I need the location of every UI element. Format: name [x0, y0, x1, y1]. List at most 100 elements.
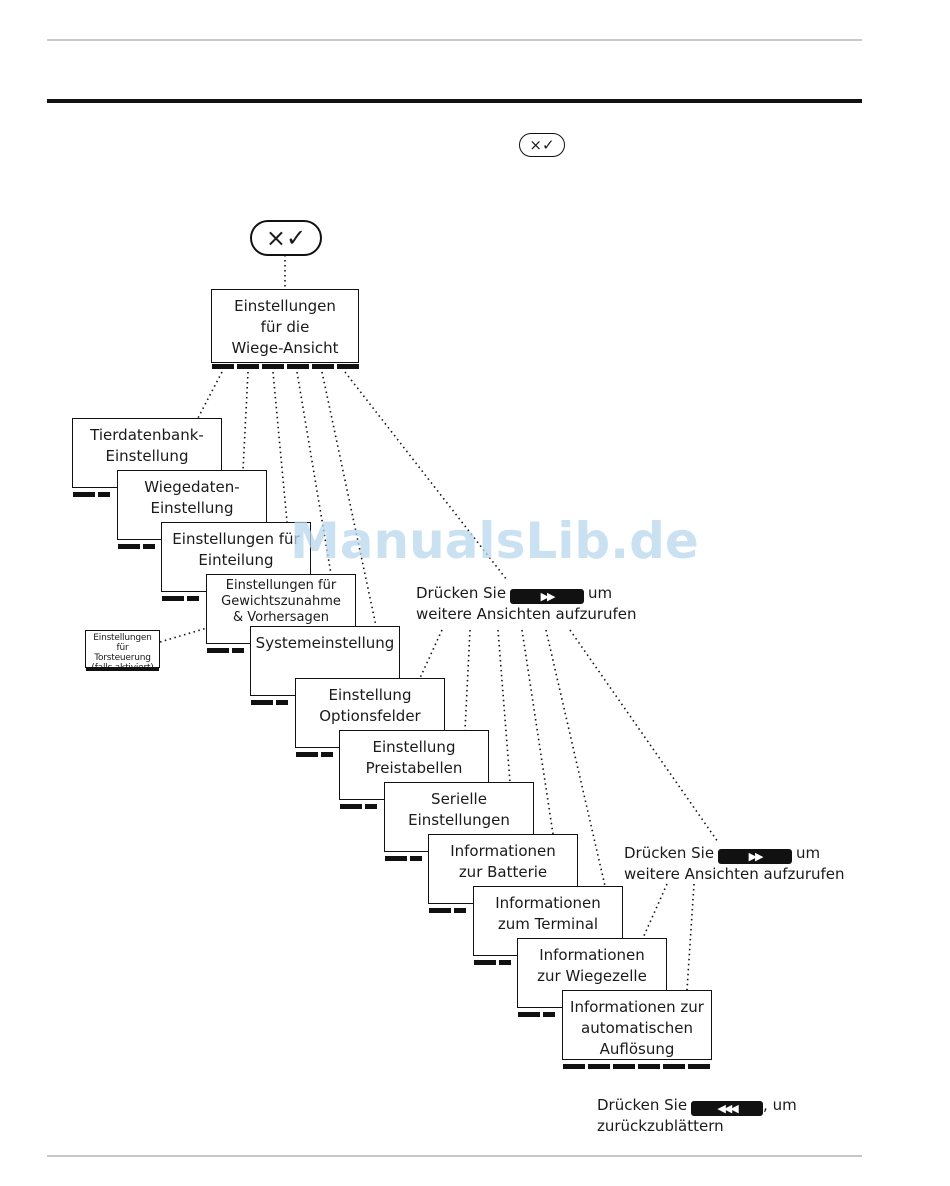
section-rule: [47, 99, 862, 103]
softkey-bar: [212, 364, 359, 369]
note-more-views-2: Drücken Sie▶▶um weitere Ansichten aufzur…: [624, 843, 845, 885]
screen-label: Informationen zur Wiegezelle: [537, 946, 647, 985]
connector-einteilung: [272, 371, 288, 523]
softkey-bar: [118, 544, 155, 549]
cross-check-icon: ×✓: [529, 136, 555, 154]
note-text: um: [588, 584, 613, 602]
watermark: ManualsLib.de: [290, 512, 699, 570]
softkey-bar: [340, 804, 377, 809]
softkey-4[interactable]: [287, 364, 309, 369]
screen-label: Einstellungen für Einteilung: [172, 530, 300, 569]
softkey[interactable]: [454, 908, 466, 913]
connector-wiegedaten: [242, 371, 249, 471]
softkey[interactable]: [474, 960, 496, 965]
softkey[interactable]: [688, 1064, 710, 1069]
note-text: , um: [763, 1096, 797, 1114]
connector-wiegezelle: [642, 883, 668, 939]
softkey-3[interactable]: [262, 364, 284, 369]
rewind-icon: ◀◀◀: [717, 1102, 738, 1115]
connector-seriell: [497, 629, 511, 783]
softkey[interactable]: [86, 668, 159, 671]
cancel-confirm-button[interactable]: ×✓: [250, 220, 322, 256]
softkey-bar: [296, 752, 333, 757]
screen-label: Einstellung Preistabellen: [365, 738, 463, 777]
note-text: Drücken Sie: [416, 584, 507, 602]
screen-label: Serielle Einstellungen: [408, 790, 510, 829]
connector-optionsfelder: [419, 629, 443, 679]
rewind-key[interactable]: ◀◀◀: [691, 1101, 764, 1116]
softkey[interactable]: [340, 804, 362, 809]
connector-aufloesung: [686, 883, 695, 991]
softkey[interactable]: [143, 544, 155, 549]
softkey[interactable]: [118, 544, 140, 549]
screen-wiege-ansicht-settings[interactable]: Einstellungen für die Wiege-Ansicht: [211, 289, 359, 363]
fast-forward-key[interactable]: ▶▶: [718, 849, 793, 864]
fast-forward-icon: ▶▶: [540, 590, 556, 603]
header-rule: [47, 39, 862, 41]
screen-torsteuerung[interactable]: Einstellungen für Torsteuerung (falls ak…: [85, 630, 160, 668]
softkey-1[interactable]: [212, 364, 234, 369]
softkey-6[interactable]: [337, 364, 359, 369]
softkey[interactable]: [251, 700, 273, 705]
softkey-bar: [385, 856, 422, 861]
connector-more2: [569, 629, 719, 843]
softkey[interactable]: [187, 596, 199, 601]
screen-label: Einstellung Optionsfelder: [319, 686, 421, 725]
softkey[interactable]: [410, 856, 422, 861]
note-text: weitere Ansichten aufzurufen: [416, 605, 637, 623]
softkey[interactable]: [588, 1064, 610, 1069]
softkey-5[interactable]: [312, 364, 334, 369]
screen-label: Informationen zur automatischen Auflösun…: [570, 998, 704, 1058]
softkey[interactable]: [638, 1064, 660, 1069]
screen-aufloesung[interactable]: Informationen zur automatischen Auflösun…: [562, 990, 712, 1060]
screen-label: Einstellungen für Gewichtszunahme & Vorh…: [221, 578, 341, 625]
softkey-bar: [86, 668, 159, 671]
softkey[interactable]: [296, 752, 318, 757]
connector-terminal: [545, 629, 606, 887]
softkey-bar: [518, 1012, 555, 1017]
softkey[interactable]: [518, 1012, 540, 1017]
cancel-confirm-button-small[interactable]: ×✓: [519, 133, 565, 157]
softkey[interactable]: [663, 1064, 685, 1069]
screen-label: Informationen zum Terminal: [495, 894, 601, 933]
softkey[interactable]: [162, 596, 184, 601]
softkey-bar: [563, 1064, 710, 1069]
softkey-bar: [429, 908, 466, 913]
softkey[interactable]: [385, 856, 407, 861]
screen-label: Tierdatenbank- Einstellung: [90, 426, 204, 465]
softkey-bar: [474, 960, 511, 965]
connector-torsteuerung: [159, 627, 208, 643]
softkey[interactable]: [543, 1012, 555, 1017]
softkey-bar: [251, 700, 288, 705]
connector-preistabellen: [464, 629, 471, 731]
softkey[interactable]: [563, 1064, 585, 1069]
softkey[interactable]: [207, 648, 229, 653]
softkey[interactable]: [613, 1064, 635, 1069]
note-text: Drücken Sie: [597, 1096, 688, 1114]
softkey-bar: [73, 492, 110, 497]
screen-label: Wiegedaten- Einstellung: [144, 478, 240, 517]
note-more-views-1: Drücken Sie ▶▶ um weitere Ansichten aufzur…: [416, 583, 637, 625]
softkey[interactable]: [499, 960, 511, 965]
note-scroll-back: Drücken Sie ◀◀◀ , um zurückzublättern: [597, 1095, 797, 1137]
cross-check-icon: ×✓: [265, 224, 307, 252]
softkey[interactable]: [276, 700, 288, 705]
note-text: weitere Ansichten aufzurufen: [624, 865, 845, 883]
softkey[interactable]: [321, 752, 333, 757]
softkey[interactable]: [429, 908, 451, 913]
screen-label: Einstellungen für die Wiege-Ansicht: [231, 297, 339, 357]
softkey[interactable]: [73, 492, 95, 497]
note-text: zurückzublättern: [597, 1117, 724, 1135]
softkey[interactable]: [365, 804, 377, 809]
note-text: Drücken Sie: [624, 844, 715, 862]
footer-rule: [47, 1155, 862, 1157]
softkey-2[interactable]: [237, 364, 259, 369]
screen-label: Systemeinstellung: [255, 634, 395, 652]
screen-label: Informationen zur Batterie: [450, 842, 556, 881]
connector-system: [321, 371, 377, 627]
softkey[interactable]: [232, 648, 244, 653]
connector-tierdatenbank: [197, 371, 223, 419]
fast-forward-key[interactable]: ▶▶: [510, 589, 585, 604]
softkey[interactable]: [98, 492, 110, 497]
